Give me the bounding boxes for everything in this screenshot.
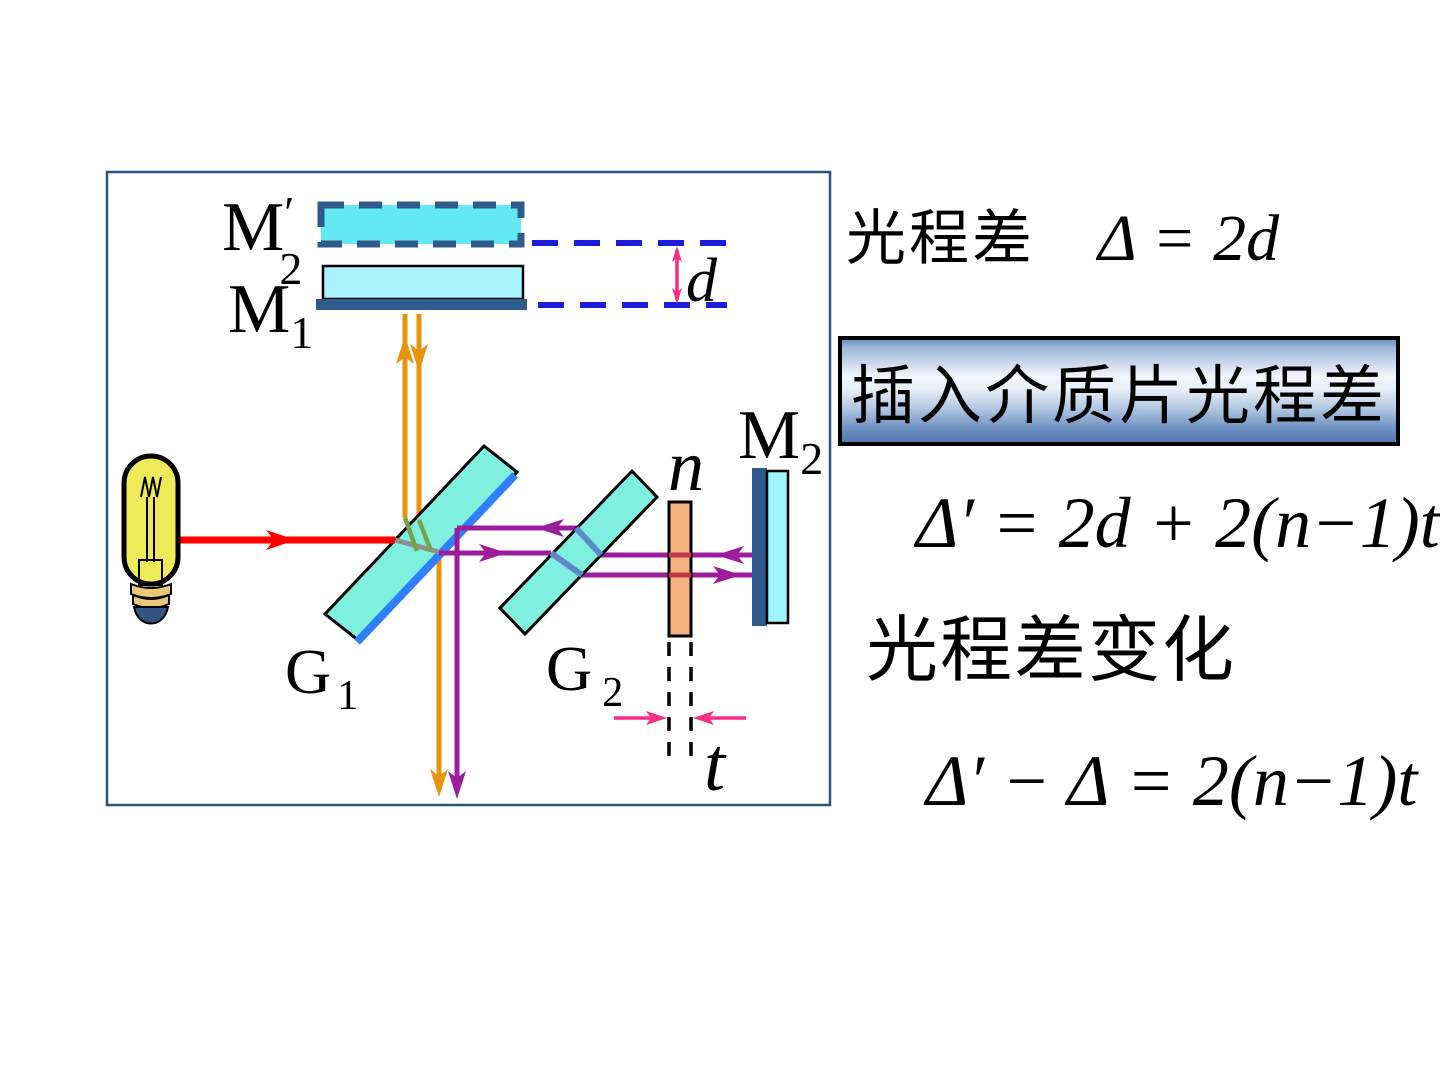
purple-arrow-left-2 xyxy=(536,519,564,537)
mirror-m2-coating-stripe xyxy=(752,468,767,626)
t-thickness-dashes xyxy=(667,642,693,757)
orange-rays xyxy=(396,314,448,797)
incident-ray xyxy=(178,530,395,550)
label-m2-image: M′2 xyxy=(222,187,302,294)
virtual-mirror-m2-image xyxy=(317,201,525,248)
light-bulb xyxy=(121,453,181,625)
purple-arrow-right-1 xyxy=(479,544,507,562)
dielectric-plate-n xyxy=(667,500,693,638)
label-n: n xyxy=(668,426,704,506)
bulb-filament xyxy=(138,476,163,586)
t-arrow-right-head xyxy=(693,711,714,725)
t-arrow-left-head xyxy=(646,711,667,725)
opd-formula: Δ = 2d xyxy=(1098,202,1280,275)
title-box: 插入介质片光程差 xyxy=(838,336,1400,446)
g2-internal-ray-segments xyxy=(549,525,604,578)
opd-change-formula: Δ′ − Δ = 2(n−1)t xyxy=(926,741,1418,821)
mirror-m1 xyxy=(321,264,525,301)
opd-with-slab-formula: Δ′ = 2d + 2(n−1)t xyxy=(916,483,1440,563)
purple-arrow-left-1 xyxy=(716,546,744,564)
g1-internal-rays-green xyxy=(402,517,434,552)
purple-rays xyxy=(439,519,752,799)
d-arrow-head-up xyxy=(672,246,682,262)
d-arrow-head-down xyxy=(672,288,682,304)
opd-label: 光程差 xyxy=(846,206,1035,272)
mirror-m1-coating-stripe xyxy=(316,299,527,310)
g1-semireflective-coating xyxy=(354,472,518,645)
g1-green-segment-1 xyxy=(402,517,420,552)
rays-inside-plate xyxy=(669,552,691,578)
orange-arrow-output xyxy=(430,769,448,797)
label-m2: M2 xyxy=(738,397,823,484)
label-t: t xyxy=(704,723,727,807)
bulb-glass xyxy=(121,453,181,587)
bulb-cap xyxy=(132,606,170,625)
orange-arrow-down xyxy=(410,344,428,372)
title-box-text: 插入介质片光程差 xyxy=(851,361,1387,432)
purple-arrow-right-2 xyxy=(713,566,741,584)
label-d: d xyxy=(686,247,718,315)
bulb-base xyxy=(130,582,172,609)
g2-internal-segment-out xyxy=(549,550,584,578)
g2-internal-segment-return xyxy=(573,525,604,558)
incident-ray-arrow xyxy=(266,530,296,550)
g1-green-segment-2 xyxy=(416,519,434,552)
label-m1: M1 xyxy=(228,271,313,358)
virtual-plane-dashes xyxy=(532,240,727,308)
compensator-g2 xyxy=(497,468,660,637)
t-dimension-arrows xyxy=(614,711,746,725)
orange-arrow-up xyxy=(396,336,414,364)
d-dimension-arrow xyxy=(672,246,682,304)
mirror-m2 xyxy=(765,469,790,625)
purple-arrow-output xyxy=(448,771,466,799)
opd-change-label: 光程差变化 xyxy=(866,611,1237,691)
filament-mount xyxy=(138,559,163,586)
filament-zigzag xyxy=(140,476,162,498)
